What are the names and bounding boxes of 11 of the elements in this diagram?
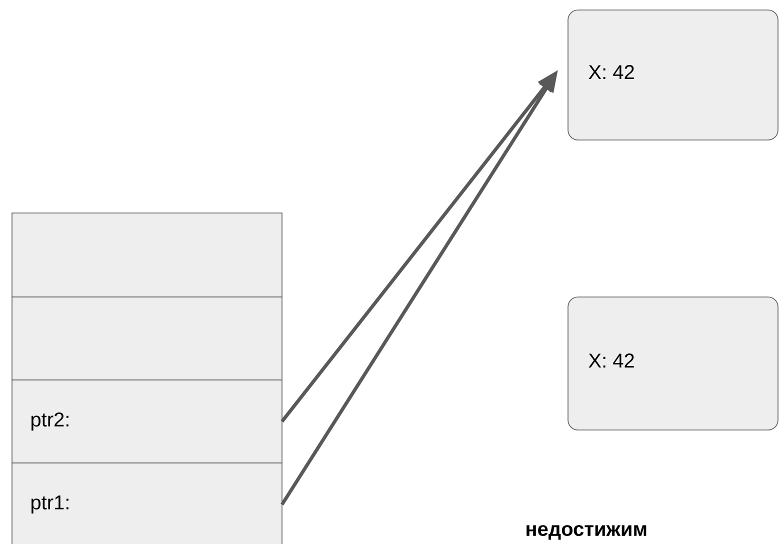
stack-cell bbox=[12, 296, 282, 380]
stack-cell bbox=[12, 212, 282, 298]
node-label: ptr2: bbox=[31, 412, 68, 431]
object-box bbox=[568, 296, 778, 430]
node-label: ptr1: bbox=[31, 496, 68, 514]
node-label: X: 42 bbox=[588, 65, 634, 79]
unreachable-label: недостижим bbox=[526, 525, 646, 540]
object-box bbox=[568, 10, 778, 140]
node-label: X: 42 bbox=[588, 354, 634, 368]
stack-cell bbox=[12, 380, 282, 464]
stack-cell bbox=[12, 462, 282, 544]
